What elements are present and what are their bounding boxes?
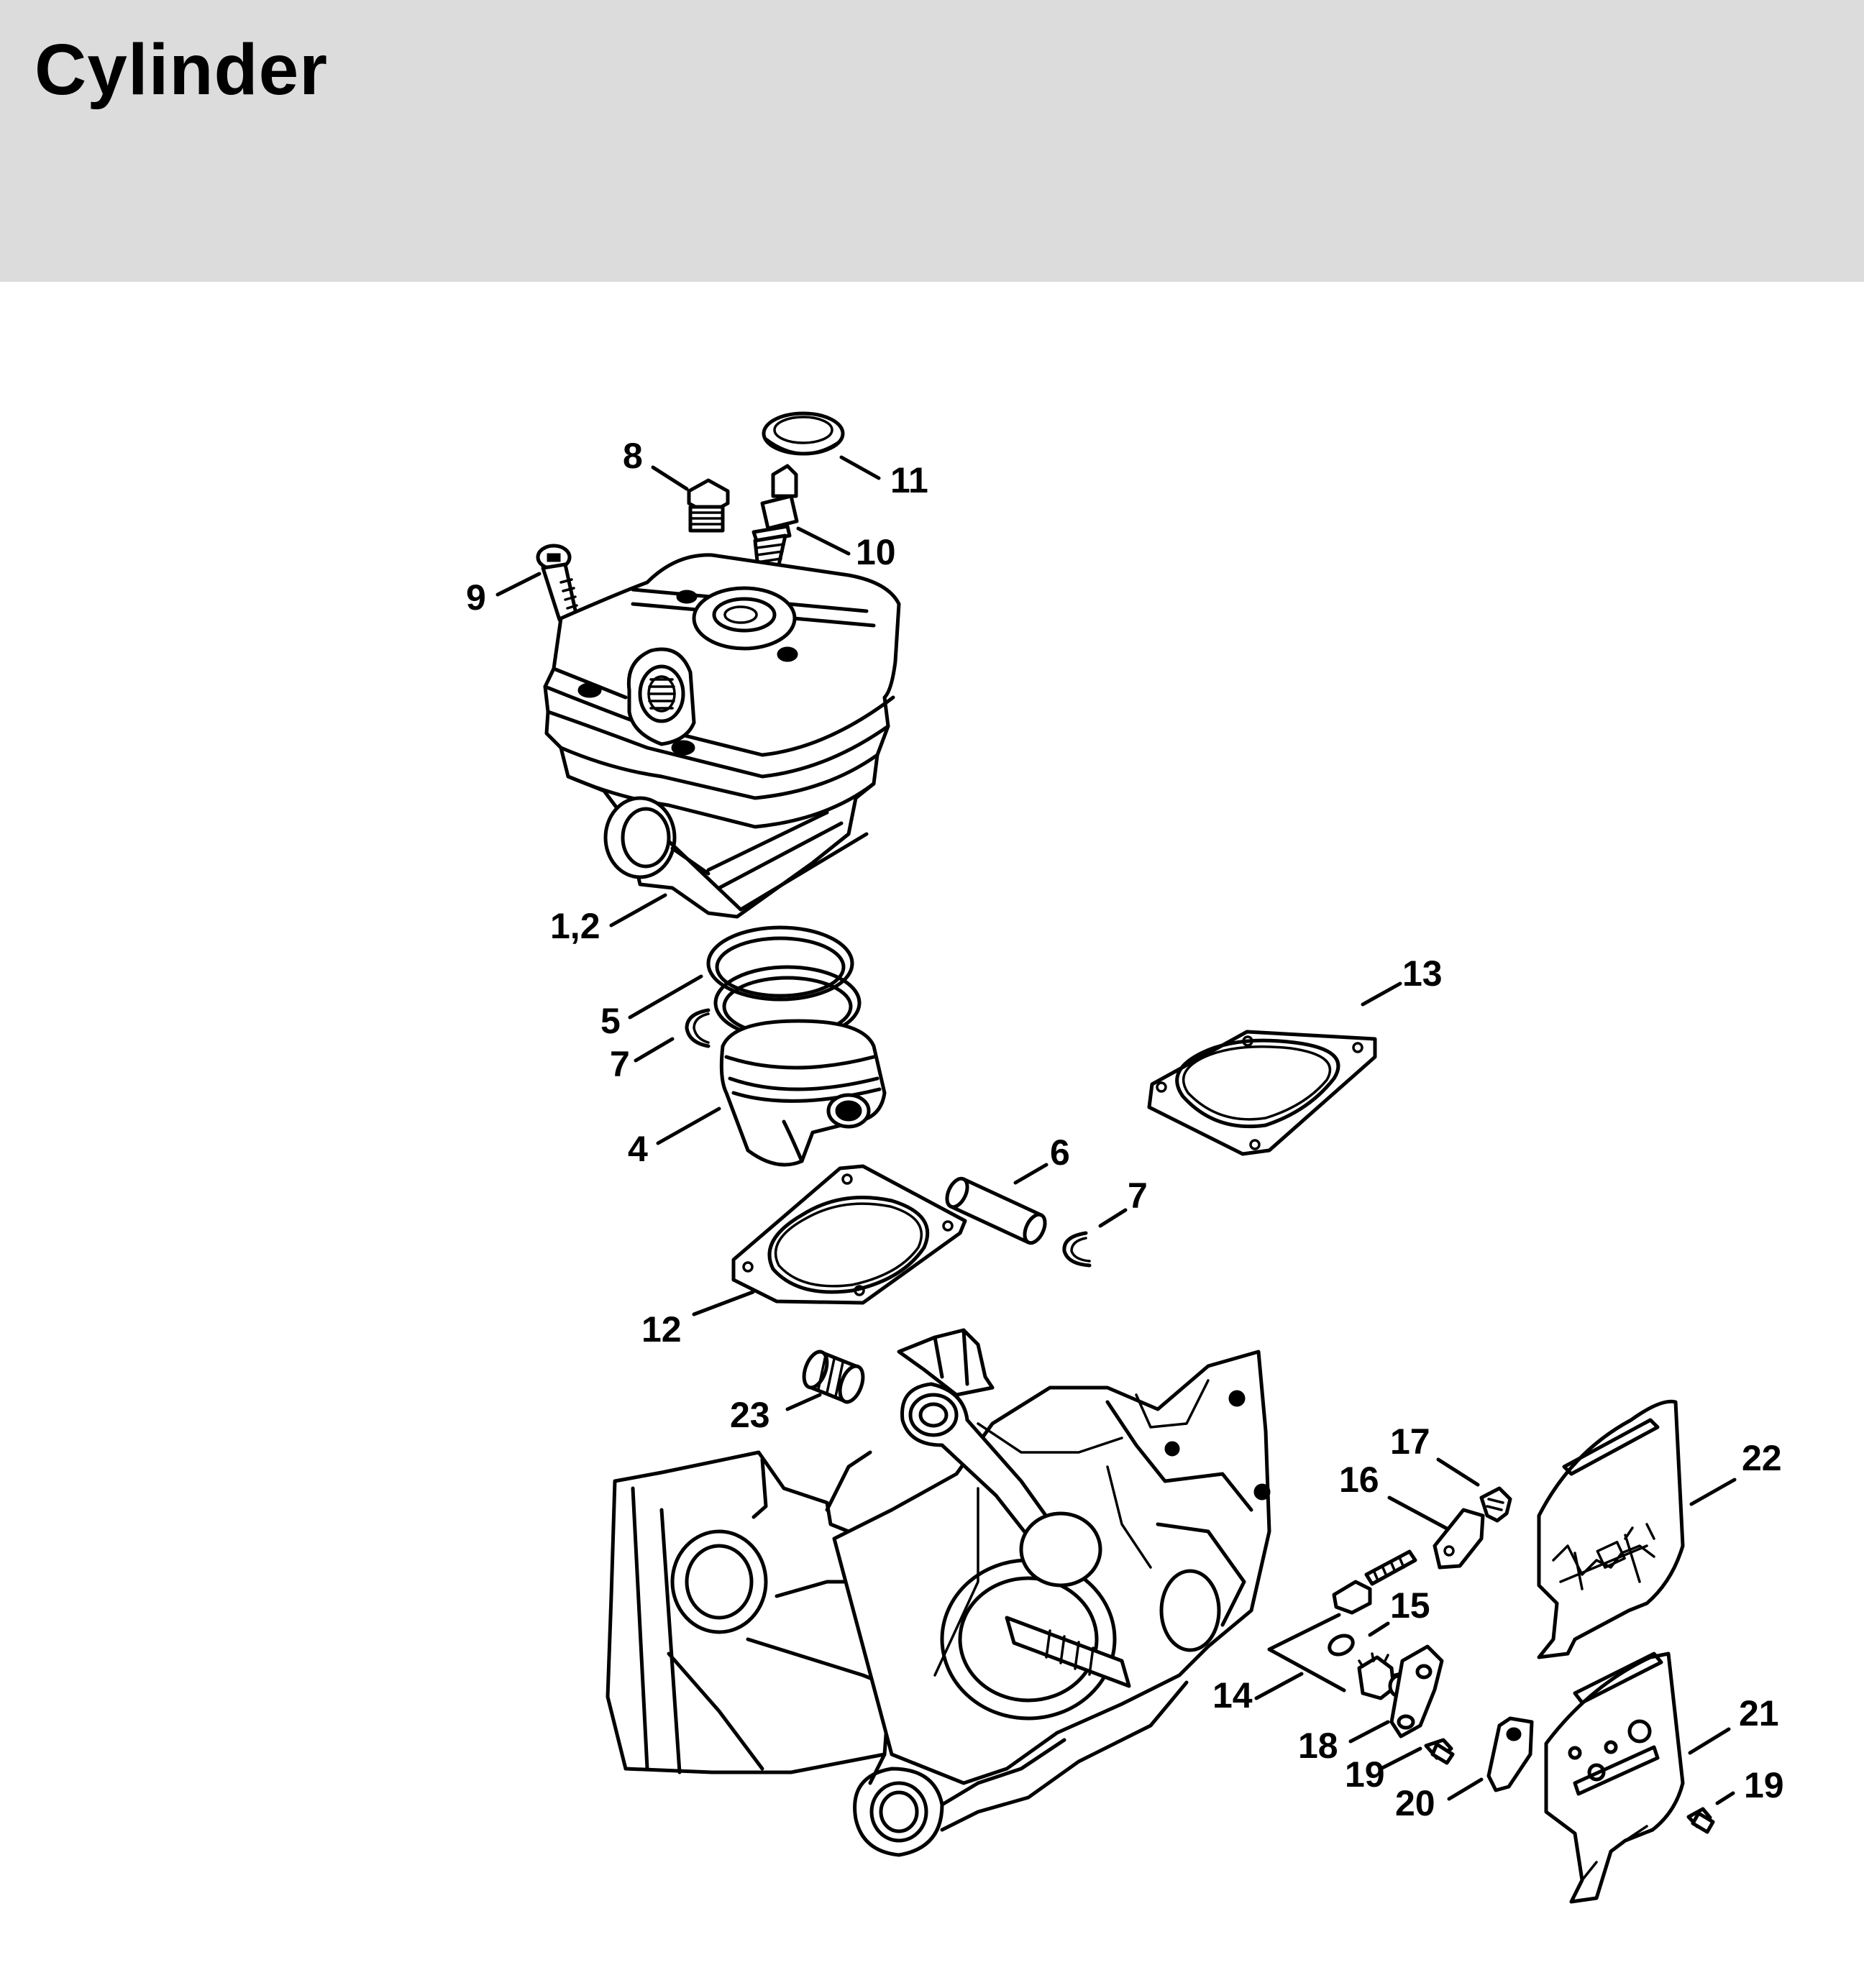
leader-12 xyxy=(692,1290,755,1316)
part-19-screw-right[interactable] xyxy=(1686,1807,1715,1834)
part-11-cap[interactable] xyxy=(762,411,845,456)
part-19-screw-left[interactable] xyxy=(1424,1738,1455,1765)
leader-20 xyxy=(1447,1777,1484,1801)
callout-7a: 7 xyxy=(610,1044,630,1084)
callout-19a: 19 xyxy=(1345,1754,1385,1795)
page-title: Cylinder xyxy=(35,29,329,110)
part-17-clip[interactable] xyxy=(1479,1486,1512,1523)
part-6-piston-pin[interactable] xyxy=(943,1176,1049,1246)
part-4-piston[interactable] xyxy=(719,1019,887,1167)
leader-10 xyxy=(796,526,851,556)
part-14-group-bracket xyxy=(1267,1613,1346,1692)
callout-10: 10 xyxy=(856,532,896,572)
leader-15 xyxy=(1368,1621,1390,1637)
part-21-cover[interactable] xyxy=(1544,1652,1685,1904)
part-14-adjuster-screw[interactable] xyxy=(1332,1549,1417,1615)
callout-18: 18 xyxy=(1298,1726,1338,1766)
leader-13 xyxy=(1361,981,1402,1007)
leader-19b xyxy=(1715,1791,1735,1805)
callout-14: 14 xyxy=(1212,1675,1253,1716)
leader-5 xyxy=(628,974,703,1020)
leader-9 xyxy=(495,572,542,597)
leader-17 xyxy=(1436,1457,1480,1487)
leader-4 xyxy=(656,1107,721,1145)
callout-1-2: 1,2 xyxy=(550,906,600,946)
exploded-parts-diagram: 8 11 10 9 1,2 5 7 4 13 6 7 12 23 17 16 2… xyxy=(0,282,1864,1984)
leader-7a xyxy=(634,1037,675,1063)
callout-19b: 19 xyxy=(1744,1765,1784,1805)
part-20-plate[interactable] xyxy=(1486,1716,1534,1792)
callout-6: 6 xyxy=(1050,1132,1070,1173)
leader-18 xyxy=(1348,1720,1390,1744)
callout-5: 5 xyxy=(600,1001,621,1041)
part-9-screw[interactable] xyxy=(536,544,579,622)
callout-23: 23 xyxy=(730,1395,770,1435)
leader-23 xyxy=(785,1393,822,1411)
callout-13: 13 xyxy=(1402,953,1443,994)
crankcase-assembly xyxy=(606,1328,1271,1857)
part-8-plug[interactable] xyxy=(687,478,730,533)
leader-14 xyxy=(1254,1672,1304,1700)
leader-21 xyxy=(1688,1727,1731,1755)
callout-21: 21 xyxy=(1739,1693,1779,1733)
callout-12: 12 xyxy=(641,1309,682,1350)
part-18-plate[interactable] xyxy=(1389,1644,1444,1739)
callout-20: 20 xyxy=(1395,1783,1435,1823)
callout-17: 17 xyxy=(1390,1421,1430,1462)
part-13-gasket[interactable] xyxy=(1147,1030,1377,1156)
callout-15: 15 xyxy=(1390,1585,1430,1626)
leader-8 xyxy=(651,465,689,491)
part-12-gasket[interactable] xyxy=(731,1164,967,1305)
callout-16: 16 xyxy=(1339,1460,1379,1500)
leader-22 xyxy=(1689,1478,1737,1506)
leader-1-2 xyxy=(609,893,667,927)
leader-6 xyxy=(1013,1163,1048,1185)
leader-16 xyxy=(1387,1495,1449,1531)
part-16-bracket[interactable] xyxy=(1433,1508,1485,1570)
part-22-cover[interactable] xyxy=(1537,1399,1685,1659)
part-7-circlip-lower[interactable] xyxy=(1062,1231,1092,1268)
leader-19a xyxy=(1379,1746,1422,1771)
part-15-oring[interactable] xyxy=(1327,1632,1356,1658)
header-bar: Cylinder xyxy=(0,0,1864,282)
callout-22: 22 xyxy=(1742,1438,1782,1478)
callout-4: 4 xyxy=(628,1129,648,1169)
part-1-2-cylinder[interactable] xyxy=(543,553,901,919)
leader-11 xyxy=(839,455,881,480)
part-7-circlip-upper[interactable] xyxy=(685,1008,711,1048)
part-23-needle-cage[interactable] xyxy=(800,1349,867,1405)
callout-9: 9 xyxy=(466,577,486,618)
callout-11: 11 xyxy=(890,460,928,500)
part-10-decompression-valve[interactable] xyxy=(751,464,799,570)
callout-7b: 7 xyxy=(1128,1176,1148,1216)
callout-8: 8 xyxy=(623,436,643,476)
leader-7b xyxy=(1098,1208,1128,1228)
